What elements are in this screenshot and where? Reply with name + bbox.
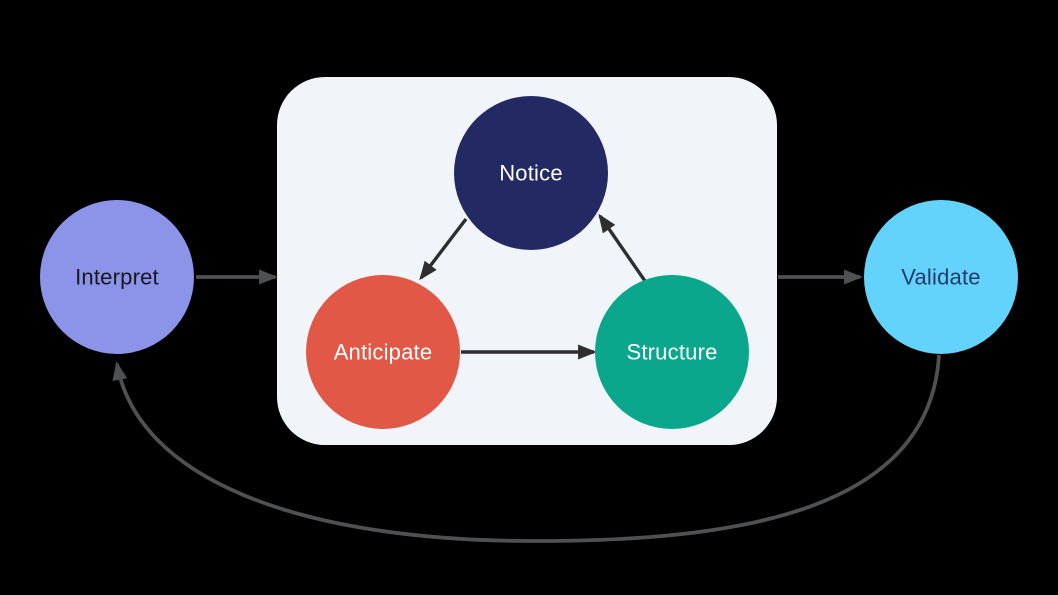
- edge-notice-to-anticipate: [419, 217, 468, 281]
- node-interpret: Interpret: [40, 200, 194, 354]
- structure-circle: [595, 275, 749, 429]
- node-notice: Notice: [454, 96, 608, 250]
- anticipate-circle: [306, 275, 460, 429]
- node-validate: Validate: [864, 200, 1018, 354]
- validate-label: Validate: [901, 265, 980, 290]
- interpret-label: Interpret: [75, 265, 159, 290]
- notice-label: Notice: [499, 161, 563, 186]
- structure-label: Structure: [626, 340, 717, 365]
- edge-structure-to-notice: [598, 213, 647, 282]
- node-anticipate: Anticipate: [306, 275, 460, 429]
- interpret-circle: [40, 200, 194, 354]
- edge-validate-to-interpret: [112, 354, 941, 543]
- node-structure: Structure: [595, 275, 749, 429]
- anticipate-label: Anticipate: [334, 340, 433, 365]
- validate-circle: [864, 200, 1018, 354]
- notice-circle: [454, 96, 608, 250]
